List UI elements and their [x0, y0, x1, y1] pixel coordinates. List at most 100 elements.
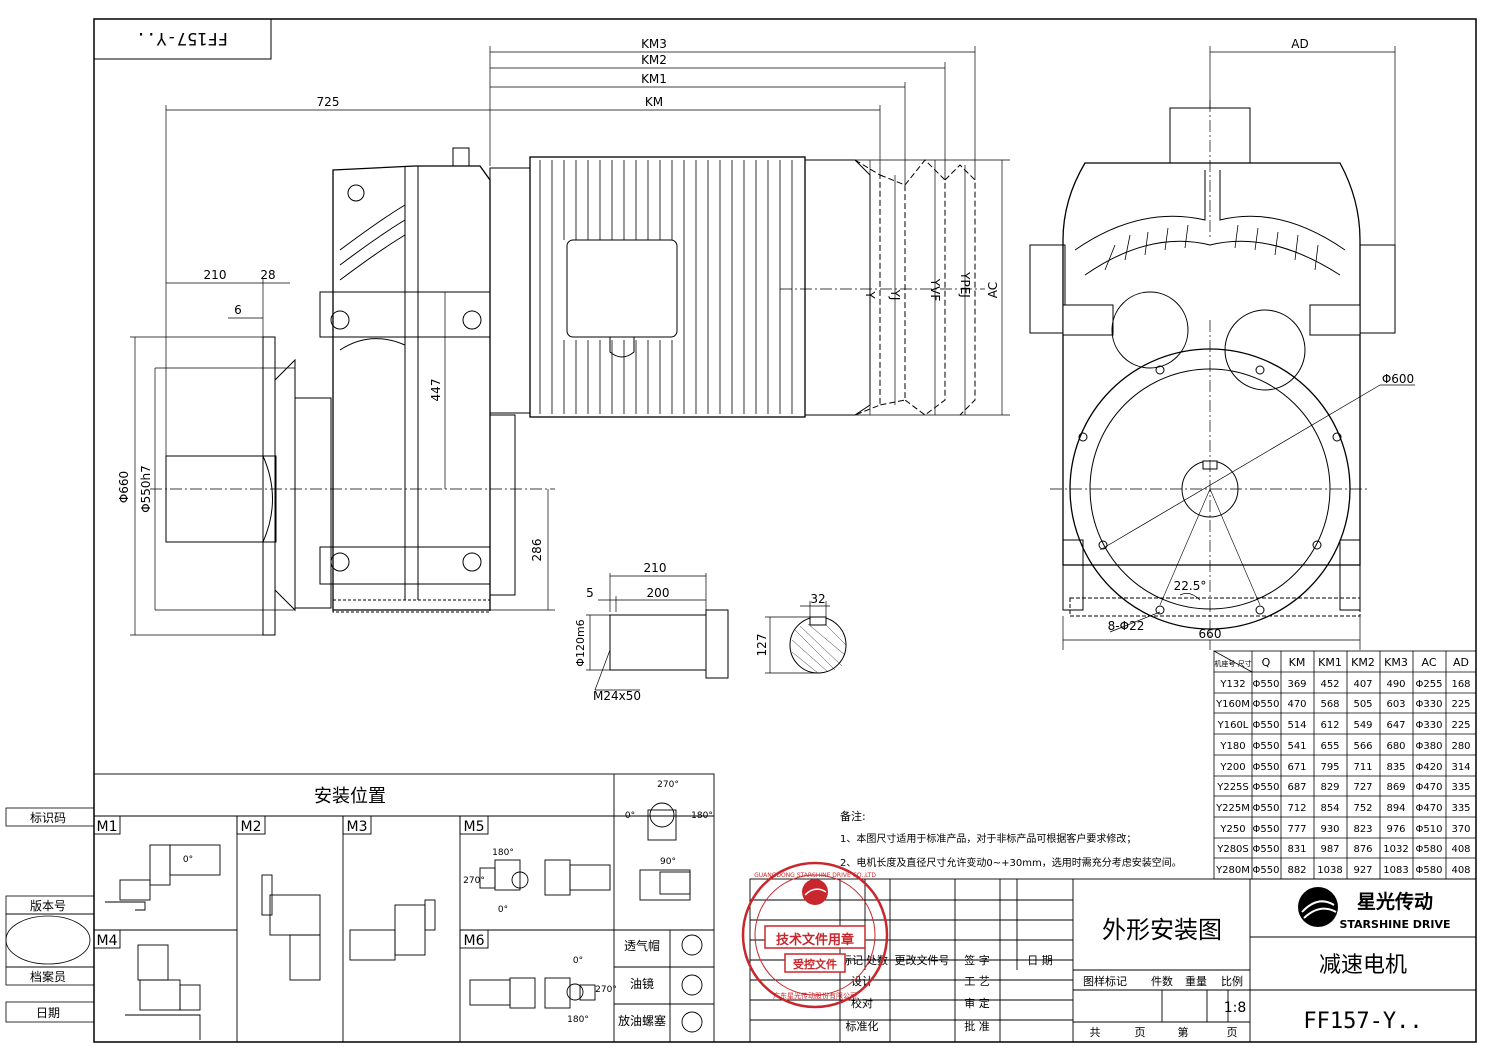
table-cell: 835 [1386, 762, 1405, 773]
motor-vertical-dims [805, 159, 1010, 416]
table-row: Y200 Φ550 671 795 711 835 Φ420 314 [1219, 762, 1470, 773]
notes-heading: 备注: [840, 809, 866, 823]
key-32: 32 [810, 592, 825, 606]
stamp-ring-text: GUANGDONG STARSHINE DRIVE CO.,LTD [754, 872, 876, 879]
motor-flange [489, 167, 531, 414]
table-cell: 568 [1320, 699, 1339, 710]
table-cell: Φ330 [1416, 720, 1443, 731]
table-cell: Φ550 [1253, 699, 1280, 710]
row-label-date: 日 期 [1027, 954, 1053, 967]
table-cell: Φ420 [1416, 762, 1443, 773]
table-cell: 369 [1287, 679, 1306, 690]
shaft-diameter: Φ120m6 [574, 619, 587, 666]
mount-m6: M6 [464, 933, 485, 949]
table-row: Y280M Φ550 882 1038 927 1083 Φ580 408 [1215, 865, 1470, 876]
notes-line-2: 2、电机长度及直径尺寸允许变动0~+30mm，选用时需充分考虑安装空间。 [840, 856, 1182, 869]
col-km3: KM3 [1384, 656, 1408, 669]
table-cell: 490 [1386, 679, 1405, 690]
table-cell: 408 [1451, 844, 1470, 855]
angle-180-right: 180° [691, 811, 713, 821]
table-cell: Φ470 [1416, 803, 1443, 814]
table-cell: Y280M [1215, 865, 1250, 876]
label-pattern-mark: 图样标记 [1083, 974, 1127, 988]
label-check: 校对 [851, 996, 873, 1010]
table-cell: 549 [1353, 720, 1372, 731]
label-standard: 标准化 [846, 1019, 879, 1033]
table-cell: Y225S [1216, 782, 1249, 793]
table-cell: 1032 [1383, 844, 1408, 855]
end-view [1029, 46, 1415, 650]
table-cell: 612 [1320, 720, 1339, 731]
key-section [765, 601, 847, 674]
mount-m5: M5 [464, 819, 485, 835]
strip-date: 日期 [36, 1006, 60, 1020]
dim-210: 210 [204, 268, 227, 282]
table-cell: 225 [1451, 699, 1470, 710]
row-label-mark: 标记 [841, 953, 863, 967]
gearbox-housing [332, 165, 491, 611]
row-label-change-doc: 更改文件号 [895, 953, 950, 967]
dim-km3: KM3 [641, 37, 667, 51]
shaft-5: 5 [586, 586, 594, 600]
table-cell: 687 [1287, 782, 1306, 793]
company-name-en: STARSHINE DRIVE [1339, 918, 1450, 931]
side-view [150, 147, 985, 636]
dim-ac: AC [986, 282, 1000, 298]
rotated-model-label: FF157-Y.. [136, 28, 228, 48]
table-cell: 777 [1287, 824, 1306, 835]
label-page-1: 页 [1135, 1026, 1146, 1039]
company-logo-icon [1298, 887, 1338, 927]
drawing-name: 外形安装图 [1102, 916, 1222, 944]
table-cell: Y280S [1216, 844, 1249, 855]
stamp-sub: 受控文件 [793, 957, 837, 971]
shaft-210: 210 [644, 561, 667, 575]
table-cell: Φ580 [1416, 865, 1443, 876]
table-cell: 335 [1451, 782, 1470, 793]
table-cell: Φ550 [1253, 720, 1280, 731]
table-cell: 655 [1320, 741, 1339, 752]
table-row: Y280S Φ550 831 987 876 1032 Φ580 408 [1216, 844, 1470, 855]
table-row: Y180 Φ550 541 655 566 680 Φ380 280 [1219, 741, 1470, 752]
table-cell: Φ550 [1253, 824, 1280, 835]
table-cell: 823 [1353, 824, 1372, 835]
table-cell: 370 [1451, 824, 1470, 835]
left-dimensions [130, 278, 555, 636]
dim-ypej: YPEJ [958, 271, 972, 298]
table-row: Y160L Φ550 514 612 549 647 Φ330 225 [1217, 720, 1471, 731]
angle-0-left: 0° [625, 811, 635, 821]
table-cell: 930 [1320, 824, 1339, 835]
shaft-200: 200 [647, 586, 670, 600]
notes-line-1: 1、本图尺寸适用于标准产品，对于非标产品可根据客户要求修改； [840, 832, 1136, 845]
model-number: FF157-Y.. [1303, 1009, 1422, 1034]
key-127: 127 [755, 634, 769, 657]
table-cell: Φ255 [1416, 679, 1443, 690]
table-cell: 647 [1386, 720, 1405, 731]
legend-drain-plug: 放油螺塞 [618, 1013, 666, 1028]
dim-km: KM [645, 95, 663, 109]
angle-0-m5: 0° [498, 905, 508, 915]
output-shaft [165, 455, 277, 543]
table-cell: 831 [1287, 844, 1306, 855]
table-cell: 876 [1353, 844, 1372, 855]
table-cell: 854 [1320, 803, 1339, 814]
table-row: Y225M Φ550 712 854 752 894 Φ470 335 [1215, 803, 1470, 814]
table-cell: Y180 [1219, 741, 1245, 752]
table-cell: 470 [1287, 699, 1306, 710]
legend-breather: 透气帽 [624, 938, 660, 953]
legend-oil-sight: 油镜 [630, 976, 654, 991]
label-weight: 重量 [1185, 974, 1207, 988]
label-approve: 审 定 [964, 996, 990, 1010]
table-cell: 505 [1353, 699, 1372, 710]
table-cell: Φ550 [1253, 844, 1280, 855]
stamp-main: 技术文件用章 [776, 932, 854, 948]
motor-body [529, 156, 806, 418]
angle-0-m1: 0° [183, 855, 193, 865]
table-cell: Y250 [1219, 824, 1245, 835]
company-name-cn: 星光传动 [1357, 890, 1433, 913]
table-cell: 671 [1287, 762, 1306, 773]
breather-plug [452, 147, 470, 167]
dim-286: 286 [530, 539, 544, 562]
left-strip [5, 807, 95, 1023]
table-row: Y160M Φ550 470 568 505 603 Φ330 225 [1215, 699, 1470, 710]
